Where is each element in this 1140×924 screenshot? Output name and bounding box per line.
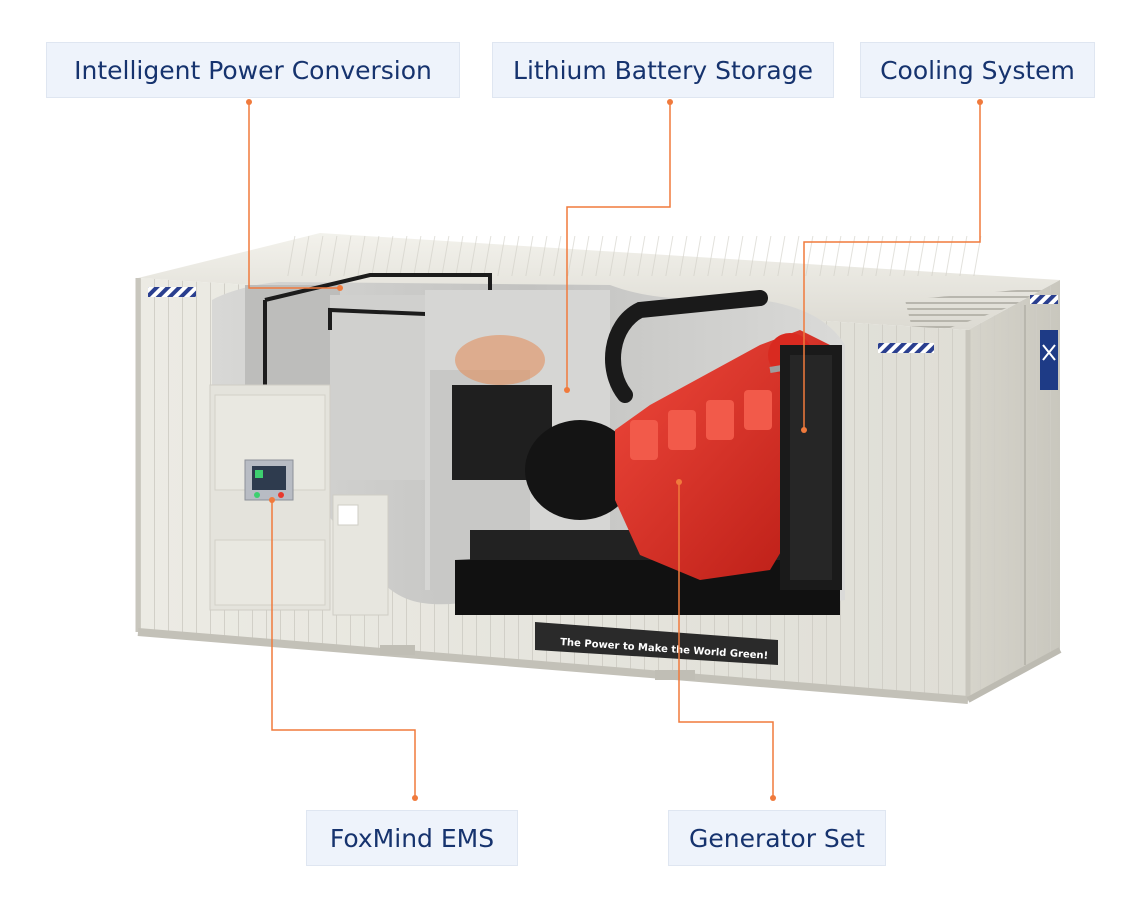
leader-battery-storage	[566, 102, 671, 390]
leader-ems	[271, 500, 416, 798]
label-battery-storage: Lithium Battery Storage	[492, 42, 834, 98]
leader-cooling-system	[803, 102, 981, 430]
leader-lines	[248, 102, 981, 798]
label-cooling-system: Cooling System	[860, 42, 1095, 98]
leader-dots	[246, 99, 983, 801]
slogan-banner	[535, 622, 778, 665]
leader-power-conversion	[248, 102, 340, 289]
label-ems: FoxMind EMS	[306, 810, 518, 866]
label-generator-set: Generator Set	[668, 810, 886, 866]
label-power-conversion: Intelligent Power Conversion	[46, 42, 460, 98]
leader-generator-set	[678, 482, 774, 798]
